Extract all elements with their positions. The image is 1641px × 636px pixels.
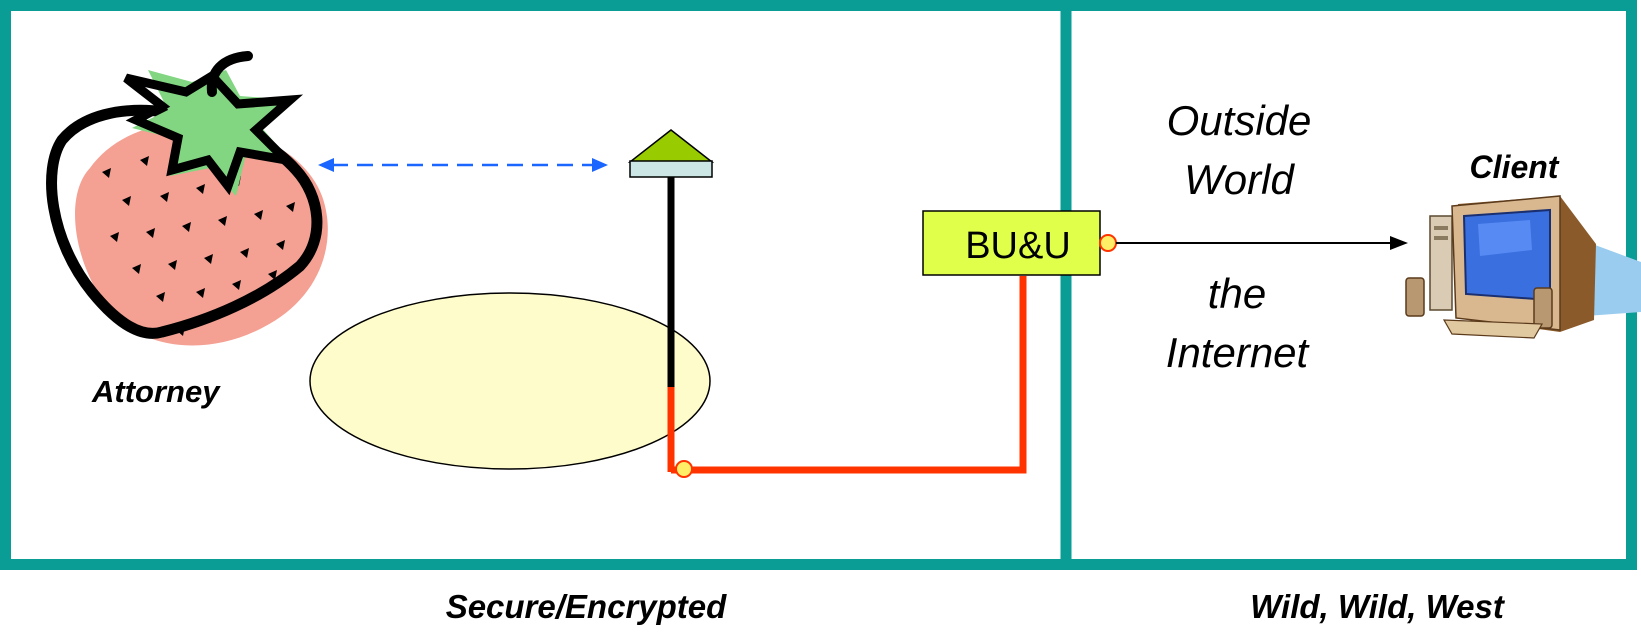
outside-label-line2: World [1184,156,1295,203]
gateway-label: BU&U [965,225,1071,267]
gateway-connector-dot [1099,234,1117,252]
wireless-link-arrow-left [318,158,334,172]
internet-label-line1: the [1208,270,1266,317]
desktop-computer-icon [1405,195,1641,339]
client-label: Client [1470,149,1560,185]
connector-dot [675,460,693,478]
outside-label-line1: Outside [1167,97,1312,144]
wireless-link-arrow-right [592,158,608,172]
attorney-label: Attorney [91,374,221,409]
antenna-icon [627,129,715,472]
internet-label-line2: Internet [1166,329,1311,376]
wild-west-caption: Wild, Wild, West [1250,588,1506,625]
secure-caption: Secure/Encrypted [446,588,727,625]
network-ellipse [309,292,711,470]
strawberry-icon [46,51,328,346]
internet-link-arrow [1390,236,1408,250]
secure-link [671,276,1027,474]
gateway-box [922,210,1101,276]
